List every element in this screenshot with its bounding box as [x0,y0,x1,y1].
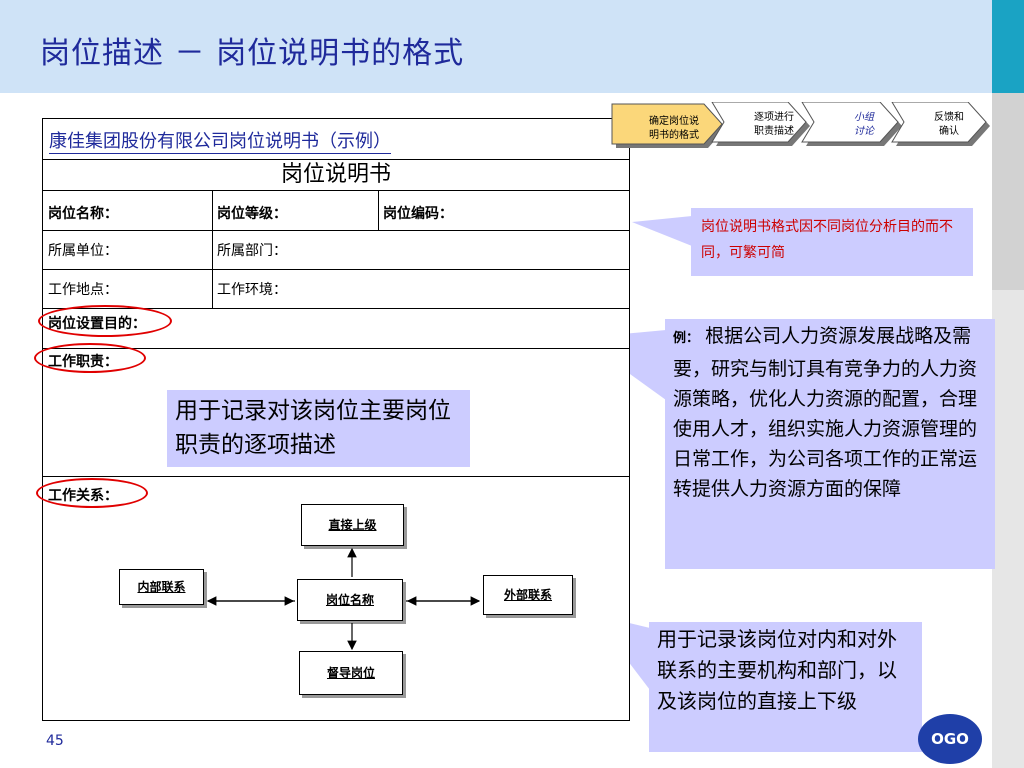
relation-box-position: 岗位名称 [297,579,403,621]
relation-arrows [206,547,481,651]
process-step-1 [611,103,723,145]
field-position-code: 岗位编码： [383,206,453,222]
field-unit: 所属单位： [48,243,118,259]
field-work-environment: 工作环境： [217,282,287,298]
right-decor-bar [992,0,1024,768]
slide-title: 岗位描述 － 岗位说明书的格式 [40,36,465,71]
form-title: 岗位说明书 [280,162,391,187]
field-department: 所属部门： [217,243,287,259]
process-step-4-label: 反馈和确认 [934,112,964,137]
example-text: 根据公司人力资源发展战略及需要，研究与制订具有竞争力的人力资源策略，优化人力资源… [673,325,978,500]
example-prefix: 例： [673,331,700,346]
logo-badge: OGO [918,714,982,764]
relation-box-external: 外部联系 [483,575,573,615]
relation-box-supervised: 督导岗位 [299,651,403,695]
process-step-3-label: 小组讨论 [854,112,874,137]
process-step-2 [711,102,807,143]
form-col-divider [378,190,379,230]
process-step-3 [801,102,899,143]
callout-relations-note: 用于记录该岗位对内和对外联系的主要机构和部门，以及该岗位的直接上下级 [649,622,922,752]
callout-format-note: 岗位说明书格式因不同岗位分析目的而不同，可繁可简 [691,208,973,276]
right-decor-teal [992,0,1024,93]
form-divider [43,308,629,309]
process-step-1-label: 确定岗位说明书的格式 [649,116,699,141]
field-position-level: 岗位等级： [217,206,287,222]
highlight-oval-duties [34,343,146,373]
slide-header: 岗位描述 － 岗位说明书的格式 [0,0,992,93]
relation-box-superior: 直接上级 [301,504,404,546]
field-position-name: 岗位名称： [48,206,118,222]
form-divider [43,348,629,349]
form-divider [43,476,629,477]
highlight-oval-relations [36,478,148,508]
page-number: 45 [46,733,64,749]
field-work-location: 工作地点： [48,282,118,298]
form-caption: 康佳集团股份有限公司岗位说明书（示例） [49,127,391,154]
form-divider [43,230,629,231]
process-step-4 [891,102,987,143]
form-divider [43,269,629,270]
form-divider [43,159,629,160]
callout-top-pointer [632,216,692,246]
process-steps [611,102,990,148]
highlight-oval-purpose [38,305,172,337]
form-col-divider [212,190,213,308]
callout-example: 例： 根据公司人力资源发展战略及需要，研究与制订具有竞争力的人力资源策略，优化人… [665,319,995,569]
relation-box-internal: 内部联系 [119,569,204,605]
form-divider [43,190,629,191]
process-step-2-label: 逐项进行职责描述 [754,112,794,137]
callout-duties-note: 用于记录对该岗位主要岗位职责的逐项描述 [167,390,470,467]
right-decor-gray [992,93,1024,290]
